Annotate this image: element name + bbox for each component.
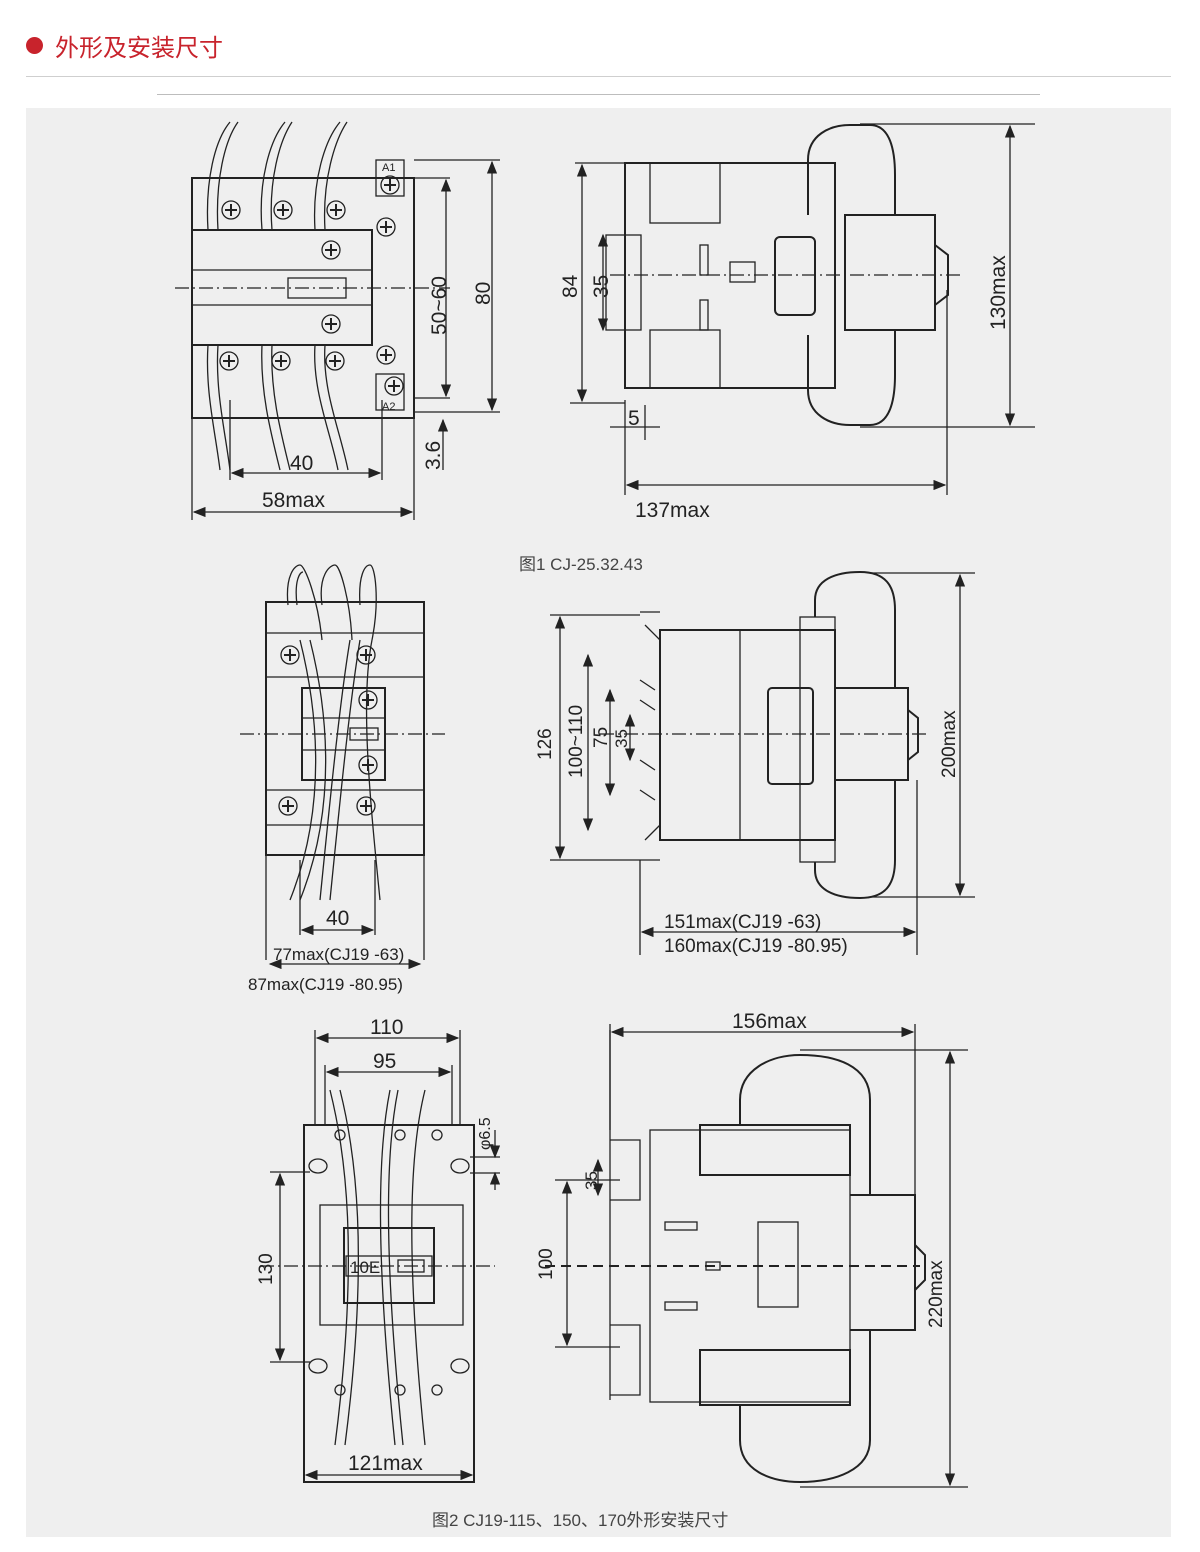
dim-160max: 160max(CJ19 -80.95): [664, 936, 848, 957]
dim-121max: 121max: [348, 1452, 423, 1475]
fig-mid-front-view: 40 77max(CJ19 -63) 87max(CJ19 -80.95): [240, 564, 445, 994]
dim-75: 75: [591, 727, 612, 748]
section-header: 外形及安装尺寸: [26, 28, 223, 63]
bullet-icon: [26, 37, 43, 54]
dim-130: 130: [256, 1253, 277, 1285]
dim-151max: 151max(CJ19 -63): [664, 912, 821, 933]
dim-phi-6-5: φ6.5: [477, 1117, 494, 1150]
dim-100-110: 100~110: [566, 705, 587, 778]
dim-137max: 137max: [635, 499, 710, 522]
figure2-caption: 图2 CJ19-115、150、170外形安装尺寸: [432, 1511, 728, 1530]
terminal-a2-label: A2: [382, 401, 395, 413]
dim-77max: 77max(CJ19 -63): [273, 945, 404, 964]
fig-mid-side-view: 126 100~110 75 35 200max 151max(CJ19 -63…: [535, 570, 975, 957]
fig2-side-view: 156max 35 100 220max: [536, 1010, 968, 1488]
drawing-panel: [26, 108, 1171, 1537]
terminal-a1-label: A1: [382, 162, 395, 174]
dim-87max: 87max(CJ19 -80.95): [248, 975, 403, 994]
section-title: 外形及安装尺寸: [55, 34, 223, 62]
dim-40: 40: [290, 452, 313, 475]
dim-35: 35: [590, 275, 613, 298]
dim-58max: 58max: [262, 489, 326, 512]
dim-5: 5: [628, 407, 640, 430]
dim-3-6: 3.6: [422, 441, 445, 470]
dim-220max: 220max: [926, 1260, 947, 1328]
divider: [157, 94, 1040, 95]
dim-35: 35: [582, 1171, 601, 1190]
fig1-side-view: 84 35 5 137max 130max: [559, 123, 1035, 522]
divider: [26, 76, 1171, 77]
dim-80: 80: [472, 282, 495, 305]
model-label: 10E: [350, 1258, 380, 1277]
dim-156max: 156max: [732, 1010, 807, 1033]
dim-200max: 200max: [939, 710, 960, 778]
figure1-caption: 图1 CJ-25.32.43: [519, 555, 643, 574]
dim-35: 35: [612, 729, 631, 748]
dim-84: 84: [559, 274, 582, 298]
dim-95: 95: [373, 1050, 396, 1073]
dim-130max: 130max: [987, 255, 1010, 330]
fig2-front-view: 10E 110 95 φ6.5 130 121max: [256, 1016, 501, 1483]
dim-50-60: 50~60: [428, 276, 451, 335]
dim-100: 100: [536, 1248, 557, 1280]
dim-126: 126: [535, 728, 556, 760]
dim-110: 110: [370, 1016, 403, 1039]
fig1-front-view: A1 A2 40 58max 50~60 80 3.6: [175, 121, 500, 520]
dim-40: 40: [326, 907, 349, 930]
